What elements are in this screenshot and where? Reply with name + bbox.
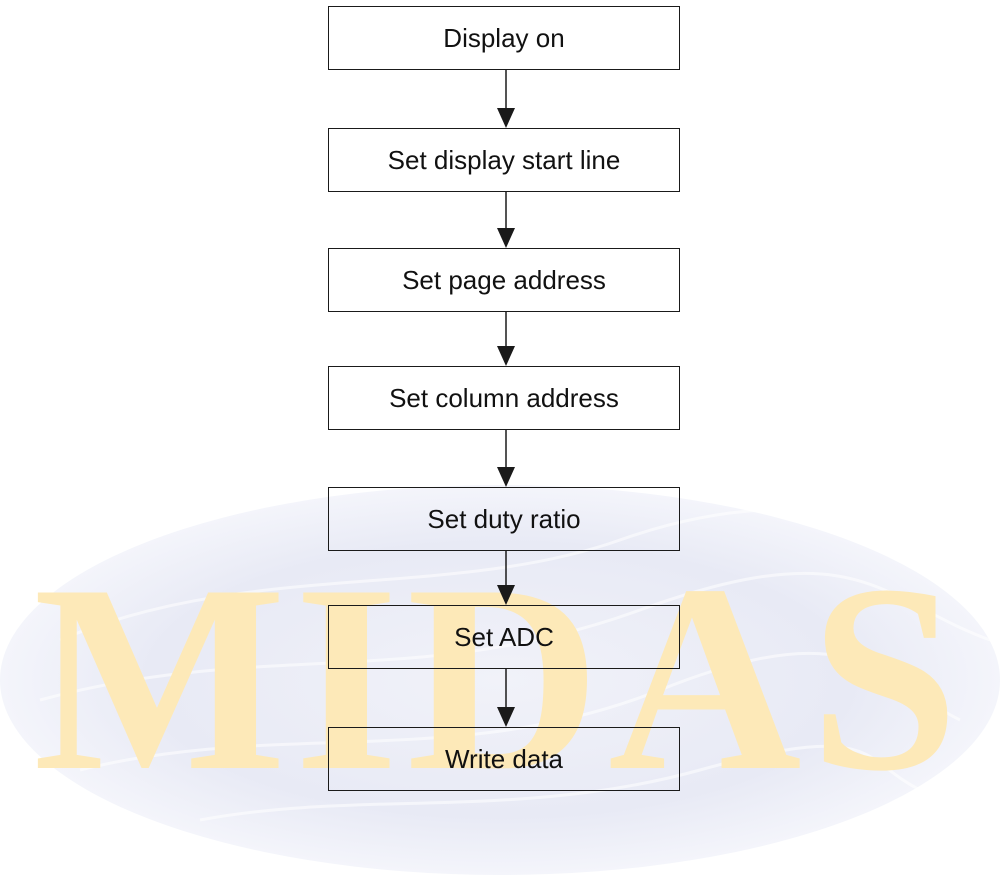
watermark-text: MIDAS	[33, 529, 967, 826]
arrow-connector	[497, 669, 515, 727]
step-set-page-address: Set page address	[328, 248, 680, 312]
arrow-connector	[497, 551, 515, 605]
step-set-display-start-line: Set display start line	[328, 128, 680, 192]
arrow-connector	[497, 312, 515, 366]
step-write-data: Write data	[328, 727, 680, 791]
arrow-connector	[497, 430, 515, 487]
step-set-adc: Set ADC	[328, 605, 680, 669]
step-set-duty-ratio: Set duty ratio	[328, 487, 680, 551]
step-display-on: Display on	[328, 6, 680, 70]
step-set-column-address: Set column address	[328, 366, 680, 430]
arrow-connector	[497, 70, 515, 128]
arrow-connector	[497, 192, 515, 248]
